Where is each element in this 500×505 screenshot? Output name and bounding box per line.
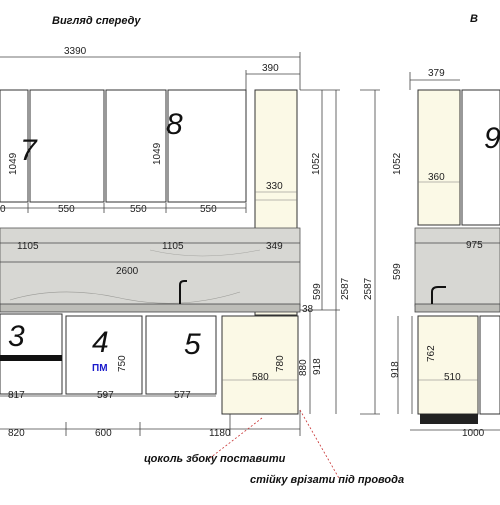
cabinet-number-4: 4 (92, 326, 109, 359)
note-leader-plinth (209, 417, 263, 459)
dim-510: 510 (444, 372, 461, 383)
dim-2587-front: 2587 (340, 277, 351, 300)
dim-820: 820 (8, 428, 25, 439)
lower-cabinet-tall (221, 315, 299, 415)
countertop (0, 303, 301, 313)
note-plinth: цоколь збоку поставити (144, 453, 286, 465)
dim-38: 38 (302, 304, 314, 315)
side-backsplash (414, 227, 500, 307)
dim-360: 360 (428, 172, 445, 183)
dim-880: 880 (298, 359, 309, 376)
dim-1049-mid: 1049 (152, 142, 163, 165)
dim-1000: 1000 (462, 428, 485, 439)
dim-1105-b: 1105 (162, 241, 184, 252)
side-plinth (420, 414, 478, 424)
side-upper-cabinet-9 (461, 89, 500, 226)
dim-1180: 1180 (209, 428, 231, 439)
dim-580: 580 (252, 372, 269, 383)
upper-cabinet-8b (167, 89, 247, 203)
side-countertop (414, 303, 500, 313)
dim-330: 330 (266, 181, 283, 192)
cabinet-number-7: 7 (20, 134, 38, 167)
dim-750: 750 (117, 355, 128, 372)
dim-597: 597 (97, 390, 114, 401)
lower-cabinet-4 (65, 315, 143, 395)
dim-599-front: 599 (312, 283, 323, 300)
side-lower-cabinet (417, 315, 479, 415)
dim-550-b: 550 (130, 204, 147, 215)
faucet-icon (179, 280, 187, 304)
dim-2600: 2600 (116, 266, 139, 277)
upper-cabinet-left-edge (0, 89, 29, 203)
drawer-handle-3 (0, 355, 62, 361)
dim-3390: 3390 (64, 46, 87, 57)
dim-780: 780 (275, 355, 286, 372)
marble-vein (149, 249, 261, 257)
upper-cabinet-7a (29, 89, 105, 203)
lower-cabinet-3 (0, 313, 63, 395)
dim-550-c: 550 (200, 204, 217, 215)
note-leader-wires (299, 409, 341, 481)
title-side-view: В (470, 13, 478, 25)
dim-2587-side: 2587 (363, 277, 374, 300)
note-wires: стійку врізати під провода (250, 474, 404, 486)
dim-390: 390 (262, 63, 279, 74)
dim-918-front: 918 (312, 358, 323, 375)
dim-349: 349 (266, 241, 283, 252)
lower-cabinet-5 (145, 315, 217, 395)
upper-cabinet-8a (105, 89, 167, 203)
cabinet-number-8: 8 (166, 108, 183, 141)
side-tall-cabinet (417, 89, 461, 226)
dim-0: 0 (0, 204, 6, 215)
dim-762: 762 (426, 345, 437, 362)
dim-1052-side: 1052 (392, 152, 403, 175)
marble-vein (9, 291, 241, 304)
badge-pm: ПМ (92, 363, 108, 374)
dim-975: 975 (466, 240, 483, 251)
dim-600: 600 (95, 428, 112, 439)
side-lower-door (479, 315, 500, 415)
dim-1105-a: 1105 (17, 241, 39, 252)
side-faucet-icon (431, 286, 446, 304)
dim-577: 577 (174, 390, 191, 401)
dim-918-side: 918 (390, 361, 401, 378)
dim-550-a: 550 (58, 204, 75, 215)
dim-817: 817 (8, 390, 25, 401)
cabinet-number-3: 3 (8, 320, 25, 353)
dim-599-side: 599 (392, 263, 403, 280)
dim-1052-front: 1052 (311, 152, 322, 175)
backsplash-panel (0, 227, 301, 307)
dim-1049-left: 1049 (8, 152, 19, 175)
dim-379: 379 (428, 68, 445, 79)
cabinet-number-9: 9 (484, 122, 500, 155)
title-front-view: Вигляд спереду (52, 15, 141, 27)
cabinet-number-5: 5 (184, 328, 201, 361)
